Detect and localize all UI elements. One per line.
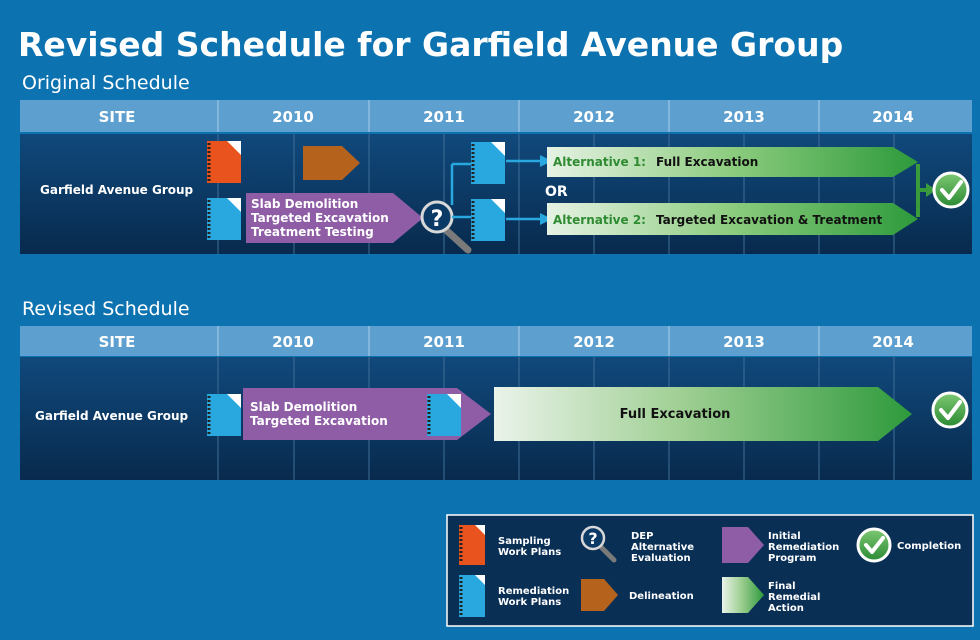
- original-header-2012: 2012: [573, 108, 615, 126]
- alt2-connector-arrowhead: [540, 213, 552, 225]
- original-header-band: [20, 100, 972, 132]
- alternative-1-text: Full Excavation: [656, 155, 758, 169]
- original-merge-arrowhead: [926, 183, 936, 197]
- original-branch-connectors: [450, 159, 542, 221]
- revised-header-2010: 2010: [272, 333, 314, 351]
- original-header-2011: 2011: [423, 108, 465, 126]
- revised-final-action-arrow: [494, 387, 912, 441]
- alternative-1-arrow: [547, 147, 918, 177]
- legend-final-icon: [722, 577, 764, 613]
- revised-initial-program-line1: Slab Demolition: [250, 400, 357, 414]
- revised-completion-icon: [931, 391, 969, 429]
- revised-schedule-heading: Revised Schedule: [22, 298, 190, 320]
- revised-header-band: [20, 326, 972, 356]
- original-header-2014: 2014: [872, 108, 914, 126]
- original-initial-program-arrow: [246, 193, 423, 243]
- legend-delineation-label: Delineation: [629, 591, 694, 602]
- revised-remediation-work-plan-icon-2: [427, 394, 461, 436]
- original-remediation-work-plan-icon: [207, 198, 241, 240]
- original-initial-program-line3: Treatment Testing: [251, 225, 374, 239]
- revised-header-2014: 2014: [872, 333, 914, 351]
- legend-dep-icon: ?: [580, 525, 617, 563]
- revised-header-dividers: [217, 326, 820, 356]
- alternative-2-arrow: [547, 203, 918, 235]
- legend-initial-line3: Program: [768, 553, 816, 564]
- legend-sampling-line2: Work Plans: [498, 547, 561, 558]
- original-schedule-heading: Original Schedule: [22, 72, 190, 94]
- revised-remediation-work-plan-icon: [207, 394, 241, 436]
- original-initial-program-line1: Slab Demolition: [251, 197, 358, 211]
- revised-final-action-text: Full Excavation: [620, 407, 731, 422]
- legend-final-line2: Remedial: [768, 592, 820, 603]
- original-header-dividers: [217, 100, 820, 132]
- alternative-2-label: Alternative 2:: [553, 213, 646, 227]
- legend-remediation-line1: Remediation: [498, 586, 569, 597]
- legend-final-line1: Final: [768, 581, 796, 592]
- legend-dep-line1: DEP: [631, 531, 653, 542]
- revised-site-label: Garfield Avenue Group: [35, 409, 189, 423]
- svg-text:?: ?: [431, 207, 444, 232]
- legend-remediation-line2: Work Plans: [498, 597, 561, 608]
- page-title: Revised Schedule for Garfield Avenue Gro…: [18, 25, 843, 64]
- original-remediation-work-plan-icon-lower: [471, 199, 505, 241]
- original-sampling-work-plan-icon: [207, 141, 241, 183]
- original-completion-icon: [932, 171, 970, 209]
- legend-delineation-icon: [581, 579, 618, 611]
- original-remediation-work-plan-icon-upper: [471, 142, 505, 184]
- original-header-2013: 2013: [723, 108, 765, 126]
- legend-final-line3: Action: [768, 603, 804, 614]
- legend-sampling-icon: [459, 525, 485, 565]
- revised-header-site: SITE: [99, 333, 136, 351]
- or-label: OR: [545, 184, 568, 200]
- legend-initial-icon: [722, 527, 764, 563]
- revised-header-2011: 2011: [423, 333, 465, 351]
- legend-remediation-icon: [459, 575, 485, 617]
- legend-completion-label: Completion: [897, 541, 961, 552]
- original-site-label: Garfield Avenue Group: [40, 183, 194, 197]
- original-initial-program-line2: Targeted Excavation: [251, 211, 389, 225]
- legend-completion-icon: [856, 527, 892, 563]
- alternative-2-text: Targeted Excavation & Treatment: [656, 213, 882, 227]
- original-header-2010: 2010: [272, 108, 314, 126]
- legend-initial-line1: Initial: [768, 531, 801, 542]
- legend-sampling-line1: Sampling: [498, 536, 551, 547]
- revised-header-2012: 2012: [573, 333, 615, 351]
- legend-dep-line2: Alternative: [631, 542, 694, 553]
- alt1-connector-arrowhead: [540, 155, 552, 167]
- original-delineation-arrow: [303, 146, 360, 180]
- original-header-site: SITE: [99, 108, 136, 126]
- revised-initial-program-line2: Targeted Excavation: [250, 414, 388, 428]
- legend-dep-line3: Evaluation: [631, 553, 691, 564]
- legend-box: [446, 514, 974, 627]
- legend-initial-line2: Remediation: [768, 542, 839, 553]
- revised-header-2013: 2013: [723, 333, 765, 351]
- alternative-1-label: Alternative 1:: [553, 155, 646, 169]
- svg-text:?: ?: [588, 529, 597, 548]
